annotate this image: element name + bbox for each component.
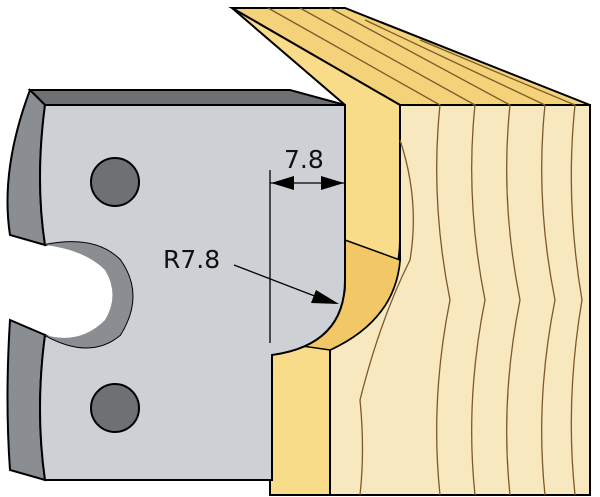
notch-inner-shadow (45, 242, 133, 348)
arrowhead-left (271, 176, 294, 190)
radius-label: R7.8 (163, 245, 220, 274)
cutter-top-face (27, 89, 346, 106)
wood-block (228, 7, 591, 496)
wood-grain (267, 7, 583, 496)
width-dimension-label: 7.8 (284, 145, 324, 174)
upper-bolt-hole (90, 157, 140, 207)
lower-bolt-hole (90, 383, 140, 433)
radius-arrowhead (311, 290, 339, 304)
dimension-annotations: 7.8 R7.8 (163, 145, 344, 343)
arrowhead-right (321, 176, 344, 190)
cutter-knife (6, 88, 346, 482)
radius-leader-line (233, 264, 326, 301)
